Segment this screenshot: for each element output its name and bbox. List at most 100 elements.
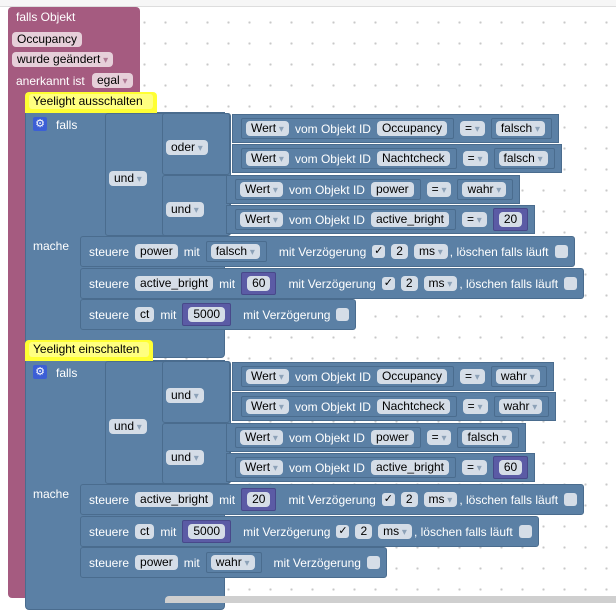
object-id-field[interactable]: Occupancy	[376, 121, 447, 136]
delay-checkbox[interactable]	[336, 308, 350, 321]
trigger-event-dropdown[interactable]: wurde geändert	[12, 52, 114, 67]
value-mode-dropdown[interactable]: Wert	[240, 212, 283, 227]
value-mode-dropdown[interactable]: Wert	[240, 430, 283, 445]
number-block[interactable]: 5000	[182, 520, 232, 543]
logic-operator-dropdown[interactable]: und	[166, 202, 204, 217]
clear-running-checkbox[interactable]	[554, 245, 568, 258]
delay-field[interactable]: 2	[400, 492, 418, 507]
number-field[interactable]: 20	[247, 492, 271, 507]
operator-dropdown[interactable]: =	[426, 430, 452, 445]
boolean-block[interactable]: falsch	[493, 148, 555, 169]
control-object-field[interactable]: power	[135, 555, 178, 570]
boolean-block[interactable]: wahr	[457, 179, 514, 200]
boolean-dropdown[interactable]: wahr	[495, 369, 540, 384]
number-block[interactable]: 20	[241, 488, 277, 511]
object-id-field[interactable]: Occupancy	[376, 369, 447, 384]
boolean-dropdown[interactable]: wahr	[498, 399, 543, 414]
number-field[interactable]: 60	[498, 460, 523, 475]
boolean-dropdown[interactable]: wahr	[462, 182, 507, 197]
delay-field[interactable]: 2	[355, 524, 373, 539]
logic-operator-dropdown[interactable]: und	[166, 388, 204, 403]
boolean-dropdown[interactable]: falsch	[462, 430, 512, 445]
value-mode-dropdown[interactable]: Wert	[246, 369, 289, 384]
operator-dropdown[interactable]: =	[462, 399, 488, 414]
value-mode-dropdown[interactable]: Wert	[240, 460, 283, 475]
operator-dropdown[interactable]: =	[460, 121, 485, 136]
boolean-block[interactable]: wahr	[205, 552, 262, 573]
value-mode-dropdown[interactable]: Wert	[246, 121, 289, 136]
object-id-field[interactable]: Nachtcheck	[376, 399, 450, 414]
number-block[interactable]: 20	[492, 208, 529, 231]
object-id-field[interactable]: power	[370, 182, 414, 197]
block-comment[interactable]: Yeelight einschalten	[25, 340, 153, 361]
control-block[interactable]: steuerepowermitfalschmit Verzögerung✓2ms…	[80, 236, 575, 267]
boolean-block[interactable]: falsch	[490, 118, 552, 139]
boolean-block[interactable]: wahr	[490, 366, 547, 387]
number-block[interactable]: 60	[241, 272, 277, 295]
delay-field[interactable]: 2	[391, 244, 408, 259]
control-object-field[interactable]: active_bright	[135, 276, 214, 291]
value-mode-dropdown[interactable]: Wert	[240, 182, 283, 197]
boolean-dropdown[interactable]: falsch	[498, 151, 548, 166]
trigger-object-field[interactable]: Occupancy	[12, 32, 83, 47]
logic-operator-dropdown[interactable]: oder	[166, 140, 208, 155]
logic-operator-dropdown[interactable]: und	[109, 419, 147, 434]
boolean-block[interactable]: falsch	[457, 427, 519, 448]
boolean-block[interactable]: wahr	[493, 396, 550, 417]
number-field[interactable]: 5000	[188, 524, 226, 539]
object-id-field[interactable]: active_bright	[370, 460, 450, 475]
delay-checkbox[interactable]: ✓	[381, 277, 395, 290]
operator-dropdown[interactable]: =	[462, 212, 487, 227]
object-id-field[interactable]: Nachtcheck	[376, 151, 450, 166]
delay-checkbox[interactable]: ✓	[372, 245, 386, 258]
trigger-ack-dropdown[interactable]: egal	[92, 73, 133, 88]
delay-unit-dropdown[interactable]: ms	[423, 492, 458, 507]
logic-operator-dropdown[interactable]: und	[109, 171, 147, 186]
delay-field[interactable]: 2	[400, 276, 418, 291]
boolean-block[interactable]: falsch	[205, 241, 267, 262]
clear-running-checkbox[interactable]	[518, 525, 532, 538]
control-object-field[interactable]: active_bright	[135, 492, 214, 507]
control-block[interactable]: steuerepowermitwahrmit Verzögerung	[80, 547, 387, 578]
clear-running-checkbox[interactable]	[564, 277, 578, 290]
boolean-dropdown[interactable]: falsch	[495, 121, 545, 136]
gear-icon[interactable]: ⚙	[33, 117, 47, 131]
logic-operator-dropdown[interactable]: und	[166, 450, 204, 465]
operator-dropdown[interactable]: =	[460, 369, 485, 384]
delay-checkbox[interactable]: ✓	[381, 493, 395, 506]
value-mode-dropdown[interactable]: Wert	[246, 399, 289, 414]
operator-dropdown[interactable]: =	[426, 182, 452, 197]
delay-unit-dropdown[interactable]: ms	[423, 276, 458, 291]
boolean-dropdown[interactable]: falsch	[210, 244, 260, 259]
delay-checkbox[interactable]: ✓	[336, 525, 350, 538]
number-field[interactable]: 20	[498, 212, 523, 227]
operator-dropdown[interactable]: =	[462, 151, 488, 166]
gear-icon[interactable]: ⚙	[33, 365, 47, 379]
object-id-field[interactable]: power	[370, 430, 414, 445]
number-block[interactable]: 5000	[182, 303, 232, 326]
number-field[interactable]: 5000	[188, 307, 226, 322]
number-field[interactable]: 60	[247, 276, 271, 291]
control-object-field[interactable]: ct	[135, 307, 155, 322]
value-mode-dropdown[interactable]: Wert	[246, 151, 289, 166]
block-comment[interactable]: Yeelight ausschalten	[25, 92, 157, 113]
boolean-dropdown[interactable]: wahr	[210, 555, 255, 570]
